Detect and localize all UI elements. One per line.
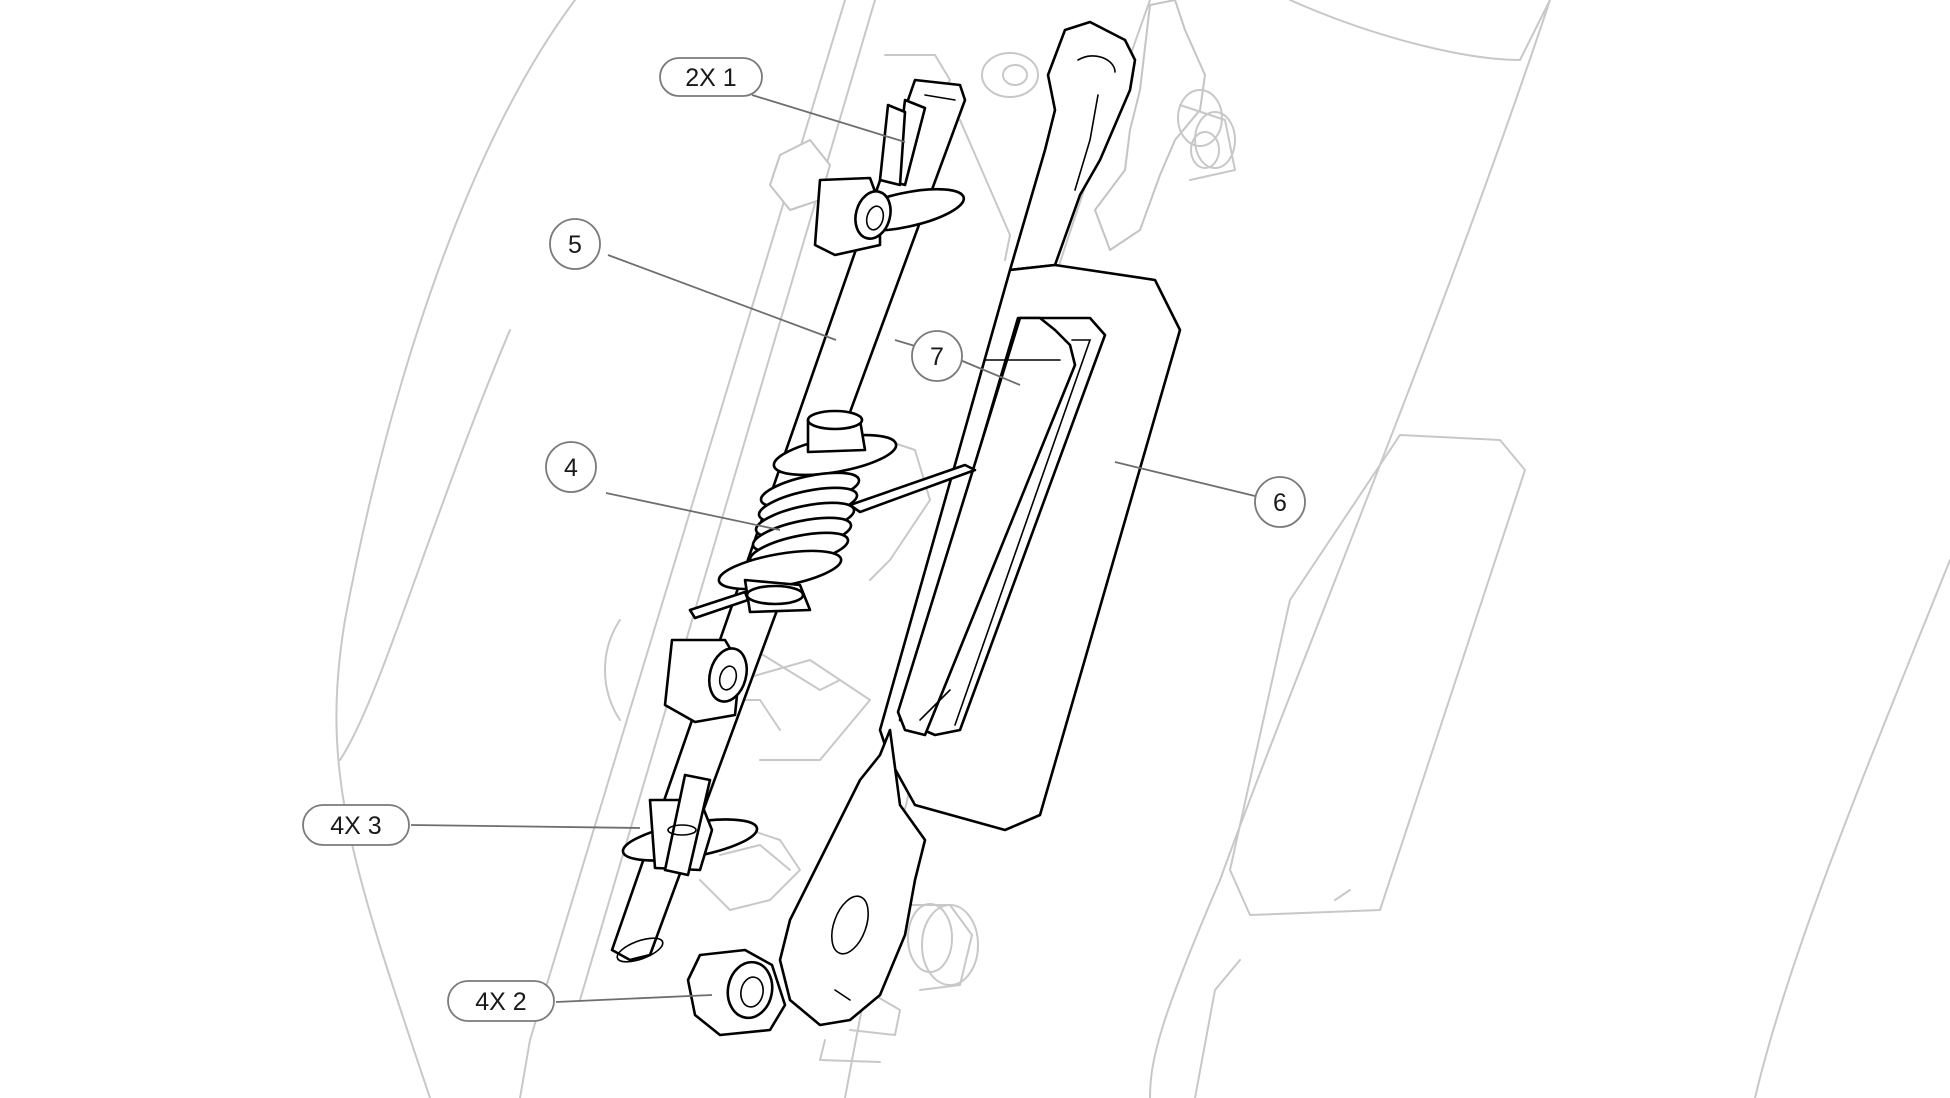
part-7-pin (896, 316, 1077, 737)
callout-7-label: 7 (930, 343, 944, 371)
callout-4x2-label: 4X 2 (475, 988, 526, 1016)
callout-2x1-label: 2X 1 (685, 64, 736, 92)
lower-bushing (663, 638, 749, 724)
callout-7: 7 (911, 330, 963, 382)
top-bushing (813, 176, 966, 257)
callout-2x1: 2X 1 (659, 57, 763, 97)
part-3-washer-clip (621, 773, 759, 877)
leader-4 (605, 492, 781, 531)
callout-4x2: 4X 2 (447, 980, 555, 1022)
leader-6 (1114, 461, 1256, 497)
leader-7 (959, 359, 1021, 386)
callout-6-label: 6 (1273, 489, 1287, 517)
part-4-spring (688, 409, 977, 620)
leader-2x1 (751, 94, 906, 143)
callout-4: 4 (545, 441, 597, 493)
callout-5-label: 5 (568, 231, 582, 259)
part-1-clip-pin-top (878, 98, 927, 187)
callout-6: 6 (1254, 476, 1306, 528)
leader-4x2 (555, 994, 713, 1003)
part-2-bushing (686, 948, 787, 1037)
callout-5: 5 (549, 218, 601, 270)
leader-5 (607, 254, 837, 341)
leader-4x3 (410, 824, 641, 829)
callout-4-label: 4 (564, 454, 578, 482)
callout-4x3-label: 4X 3 (330, 812, 381, 840)
leader-lines (410, 94, 1256, 1003)
callout-4x3: 4X 3 (302, 804, 410, 846)
